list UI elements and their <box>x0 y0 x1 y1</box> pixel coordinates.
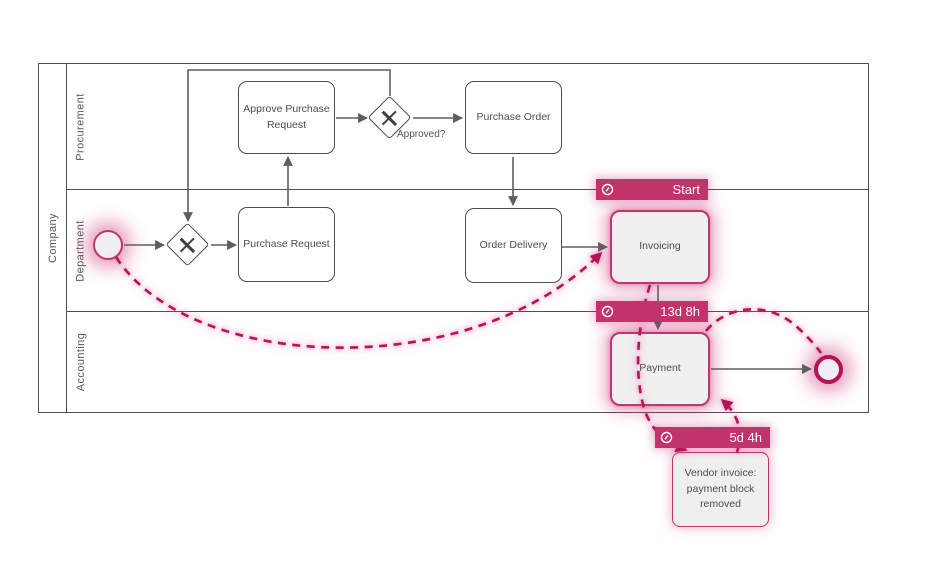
pool-company: Company Procurement Department Accountin… <box>38 63 869 413</box>
note-line: removed <box>700 498 741 511</box>
badge-label: Start <box>672 182 700 197</box>
end-event[interactable] <box>814 355 843 384</box>
clock-icon <box>660 431 673 444</box>
task-purchase-request[interactable]: Purchase Request <box>238 207 335 282</box>
badge-start[interactable]: Start <box>596 179 708 200</box>
task-purchase-order[interactable]: Purchase Order <box>465 81 562 154</box>
lane-department: Department <box>67 189 868 311</box>
task-payment[interactable]: Payment <box>610 332 710 406</box>
lane-accounting-header: Accounting <box>67 312 95 412</box>
task-label: Order Delivery <box>479 238 548 251</box>
badge-note-to-payment-duration[interactable]: 5d 4h <box>655 427 770 448</box>
task-approve-purchase-request[interactable]: Approve Purchase Request <box>238 81 335 154</box>
lane-department-label: Department <box>75 219 88 282</box>
clock-icon <box>601 183 614 196</box>
task-invoicing[interactable]: Invoicing <box>610 210 710 284</box>
note-line: Vendor invoice: <box>684 466 757 479</box>
lane-accounting: Accounting <box>67 311 868 412</box>
task-order-delivery[interactable]: Order Delivery <box>465 208 562 283</box>
lane-accounting-label: Accounting <box>75 332 87 392</box>
badge-label: 5d 4h <box>729 430 762 445</box>
note-vendor-invoice[interactable]: Vendor invoice: payment block removed <box>672 452 769 527</box>
task-label: Purchase Request <box>243 237 330 250</box>
gateway-approved-label: Approved? <box>397 129 446 140</box>
lane-procurement-label: Procurement <box>75 92 87 161</box>
pool-header: Company <box>39 64 67 412</box>
clock-icon <box>601 305 614 318</box>
task-label: Purchase Order <box>476 110 551 123</box>
lane-procurement-header: Procurement <box>67 64 95 189</box>
task-label: Payment <box>639 362 681 375</box>
note-line: payment block <box>686 482 755 495</box>
lane-department-header: Department <box>67 190 95 311</box>
task-label: Approve Purchase Request <box>243 103 330 131</box>
start-event[interactable] <box>93 230 123 260</box>
pool-label: Company <box>46 213 59 263</box>
task-label: Invoicing <box>639 240 681 253</box>
badge-label: 13d 8h <box>660 304 700 319</box>
badge-invoicing-to-payment-duration[interactable]: 13d 8h <box>596 301 708 322</box>
